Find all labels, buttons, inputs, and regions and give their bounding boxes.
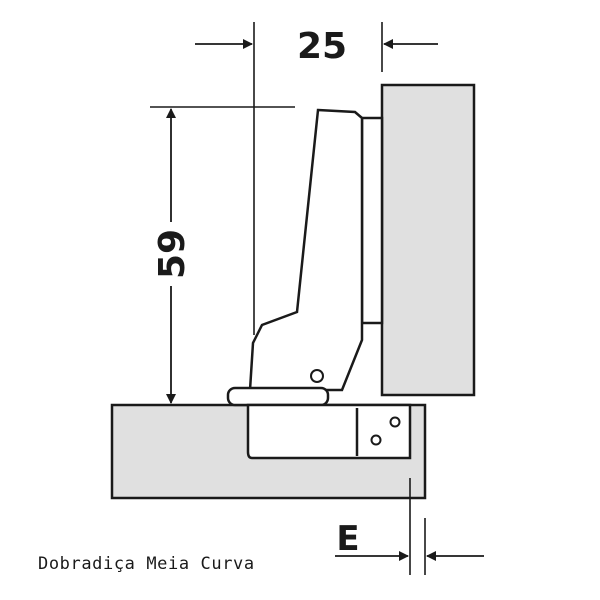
dim-59-label: 59: [152, 229, 193, 279]
cabinet-side-panel: [380, 83, 476, 397]
dim-59-label-bg: [150, 222, 192, 286]
hinge-cup-flange: [226, 386, 330, 407]
cup-screw-hole-2: [370, 434, 382, 446]
mounting-plate: [360, 116, 384, 325]
arm-pivot-circle: [310, 369, 324, 383]
dim-e-label: E: [336, 519, 359, 559]
dim-25-label: 25: [297, 26, 347, 67]
diagram-caption: Dobradiça Meia Curva: [38, 554, 255, 574]
hinge-cup: [246, 403, 412, 460]
hinge-arm: [248, 108, 364, 392]
cup-screw-hole-1: [389, 416, 401, 428]
